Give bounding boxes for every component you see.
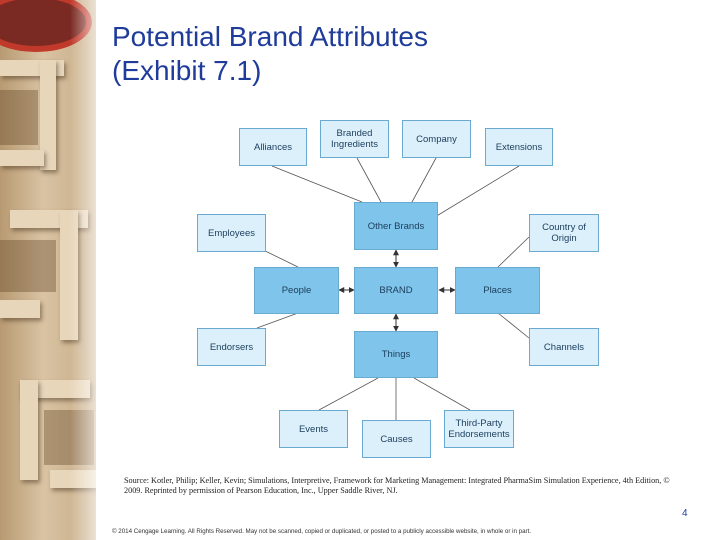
line-things-events (318, 377, 379, 411)
node-channels: Channels (529, 328, 599, 366)
node-label: Company (416, 133, 457, 145)
maze-shadow (0, 240, 56, 292)
line-country-places (497, 236, 530, 268)
line-things-third-party (413, 377, 471, 411)
node-label: Extensions (495, 141, 543, 153)
node-label: Events (298, 423, 329, 435)
node-label: BRAND (379, 285, 413, 296)
node-alliances: Alliances (239, 128, 307, 166)
line-places-channels (497, 312, 530, 339)
maze-shadow (0, 90, 38, 145)
node-company: Company (402, 120, 471, 158)
copyright-footer: © 2014 Cengage Learning. All Rights Rese… (112, 528, 532, 535)
line-ingredients-other-brands (356, 157, 382, 203)
node-other-brands: Other Brands (354, 202, 438, 250)
maze-wall (0, 300, 40, 318)
slide-title-line1: Potential Brand Attributes (112, 21, 428, 52)
maze-wall (0, 150, 44, 166)
node-label: Employees (208, 227, 255, 239)
slide-title: Potential Brand Attributes (Exhibit 7.1) (112, 20, 428, 88)
maze-wall (20, 380, 38, 480)
line-people-endorsers (256, 312, 299, 329)
node-label: Endorsers (209, 341, 254, 353)
node-branded-ingredients: Branded Ingredients (320, 120, 389, 158)
node-employees: Employees (197, 214, 266, 252)
node-things: Things (354, 331, 438, 378)
node-label: People (281, 285, 312, 296)
line-extensions-other-brands (429, 165, 520, 221)
node-third-party-endorsements: Third-Party Endorsements (444, 410, 514, 448)
page-number: 4 (682, 508, 688, 519)
node-label: Branded Ingredients (330, 128, 378, 150)
node-places: Places (455, 267, 540, 314)
node-label: Causes (380, 433, 413, 445)
line-alliances-other-brands (271, 165, 363, 203)
node-label: Channels (543, 341, 585, 353)
maze-wall (40, 60, 56, 170)
slide-title-line2: (Exhibit 7.1) (112, 55, 262, 86)
node-brand: BRAND (354, 267, 438, 314)
line-company-other-brands (411, 157, 437, 203)
node-label: Other Brands (367, 220, 425, 232)
node-label: Country of Origin (542, 222, 586, 244)
source-citation: Source: Kotler, Philip; Keller, Kevin; S… (124, 476, 670, 495)
node-country-of-origin: Country of Origin (529, 214, 599, 252)
node-label: Alliances (253, 141, 293, 153)
node-events: Events (279, 410, 348, 448)
node-label: Third-Party Endorsements (448, 418, 510, 440)
node-label: Places (483, 285, 512, 296)
node-causes: Causes (362, 420, 431, 458)
node-endorsers: Endorsers (197, 328, 266, 366)
node-extensions: Extensions (485, 128, 553, 166)
node-label: Things (381, 349, 411, 360)
node-people: People (254, 267, 339, 314)
maze-fade (70, 0, 110, 540)
